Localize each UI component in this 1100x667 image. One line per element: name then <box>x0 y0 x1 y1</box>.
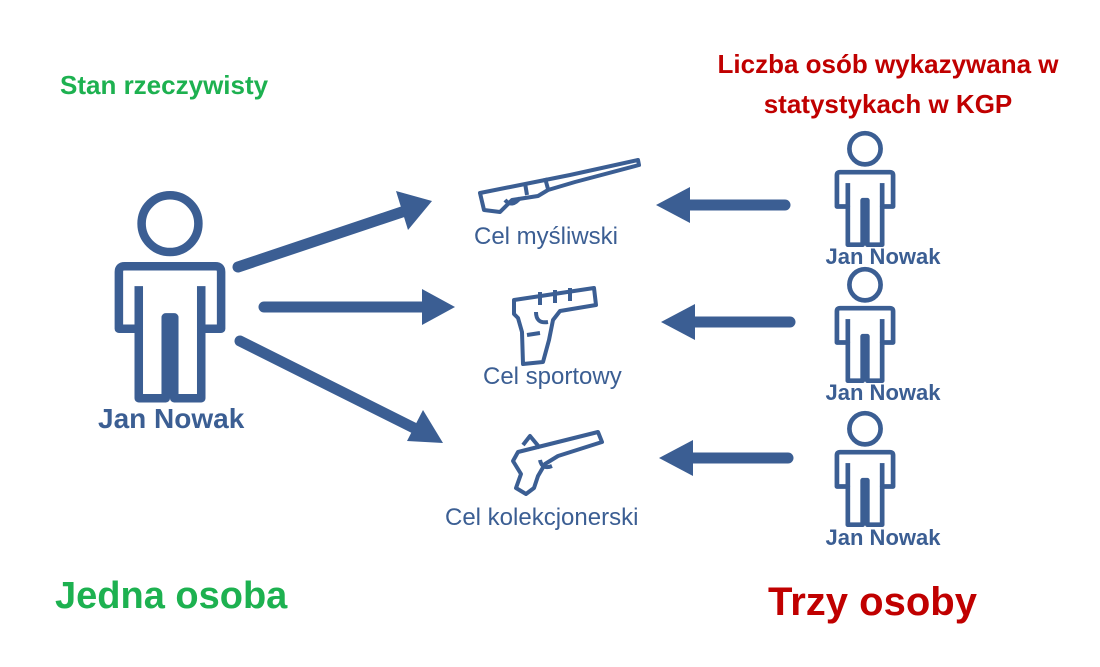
arrow-record-hunting <box>656 187 791 223</box>
purpose-label-hunting: Cel myśliwski <box>474 223 618 250</box>
purpose-label-sport: Cel sportowy <box>483 363 622 390</box>
main-person-label: Jan Nowak <box>98 403 245 434</box>
arrow-to-sport <box>258 289 455 325</box>
recorded-person-icon <box>837 133 893 245</box>
right-summary: Trzy osoby <box>768 580 977 624</box>
recorded-person-label: Jan Nowak <box>825 244 941 269</box>
arrow-record-collector <box>659 440 794 476</box>
arrow-record-sport <box>661 304 796 340</box>
recorded-person-icon <box>837 413 893 525</box>
recorded-person-label: Jan Nowak <box>825 380 941 405</box>
arrow-to-collector <box>234 335 443 443</box>
pistol-icon <box>512 286 598 366</box>
right-heading: Liczba osób wykazywana w statystykach w … <box>717 49 1059 119</box>
purpose-label-collector: Cel kolekcjonerski <box>445 504 639 531</box>
arrow-to-hunting <box>232 191 432 273</box>
left-summary: Jedna osoba <box>55 575 288 617</box>
flintlock-pistol-icon <box>511 430 604 496</box>
rifle-icon <box>478 158 641 214</box>
left-heading: Stan rzeczywisty <box>60 70 269 100</box>
recorded-person-icon <box>837 269 893 381</box>
recorded-person-label: Jan Nowak <box>825 525 941 550</box>
main-person-icon <box>119 195 221 398</box>
